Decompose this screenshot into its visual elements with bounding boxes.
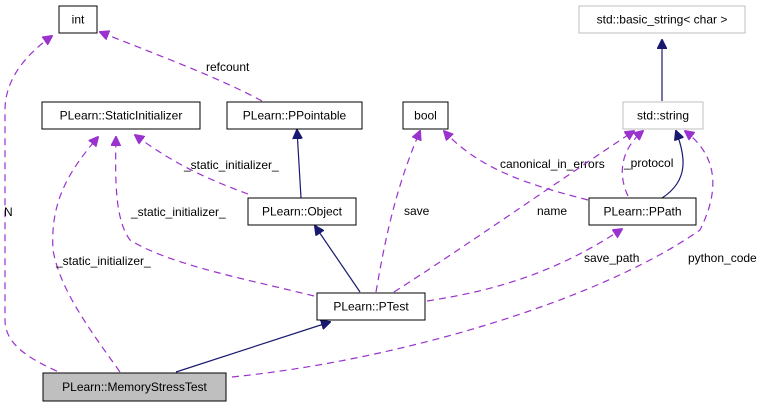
edge-save-path: save_path bbox=[426, 229, 639, 302]
edge-ptest-inherits-object bbox=[315, 226, 361, 293]
edge-label-protocol: _protocol bbox=[623, 156, 673, 170]
node-label-basic-string: std::basic_string< char > bbox=[597, 13, 728, 27]
node-bool[interactable]: bool bbox=[402, 101, 449, 130]
edge-label-python-code: python_code bbox=[688, 251, 757, 265]
edge-label-n: N bbox=[4, 205, 13, 219]
node-label-memory-stress-test: PLearn::MemoryStressTest bbox=[62, 380, 207, 394]
edge-object-inherits-ppointable bbox=[297, 130, 301, 199]
edge-n: N bbox=[4, 36, 69, 377]
edge-label-ptest-static-initializer: _static_initializer_ bbox=[130, 205, 226, 219]
node-label-int: int bbox=[72, 13, 85, 27]
node-label-std-string: std::string bbox=[637, 109, 689, 123]
node-ppath[interactable]: PLearn::PPath bbox=[588, 197, 697, 226]
edge-mst-static-initializer: _static_initializer_ bbox=[52, 137, 151, 373]
edge-refcount: refcount bbox=[100, 32, 263, 102]
node-object[interactable]: PLearn::Object bbox=[247, 197, 357, 226]
node-static-initializer[interactable]: PLearn::StaticInitializer bbox=[41, 101, 201, 130]
edge-name: name bbox=[393, 131, 634, 293]
edge-save: save bbox=[375, 131, 430, 293]
node-label-bool: bool bbox=[414, 109, 437, 123]
node-label-object: PLearn::Object bbox=[262, 205, 343, 219]
edge-label-canonical-in-errors: canonical_in_errors bbox=[500, 157, 605, 171]
node-label-ptest: PLearn::PTest bbox=[333, 300, 409, 314]
node-label-ppointable: PLearn::PPointable bbox=[243, 109, 347, 123]
edge-label-object-static-initializer: _static_initializer_ bbox=[183, 158, 279, 172]
edge-protocol: _protocol bbox=[621, 131, 673, 197]
node-memory-stress-test[interactable]: PLearn::MemoryStressTest bbox=[42, 372, 227, 402]
edge-ptest-static-initializer: _static_initializer_ bbox=[116, 137, 315, 297]
node-label-static-initializer: PLearn::StaticInitializer bbox=[60, 109, 183, 123]
edge-label-save-path: save_path bbox=[584, 251, 639, 265]
node-ppointable[interactable]: PLearn::PPointable bbox=[226, 101, 363, 130]
node-basic-string[interactable]: std::basic_string< char > bbox=[578, 5, 746, 34]
edge-label-save: save bbox=[404, 204, 430, 218]
edge-object-static-initializer: _static_initializer_ bbox=[135, 135, 279, 195]
edge-label-name: name bbox=[537, 204, 567, 218]
node-std-string[interactable]: std::string bbox=[622, 101, 704, 130]
edge-python-code: python_code bbox=[231, 131, 757, 378]
edge-canonical-in-errors: canonical_in_errors bbox=[444, 131, 605, 201]
edge-ppath-inherits-string bbox=[661, 131, 683, 199]
node-label-ppath: PLearn::PPath bbox=[603, 205, 681, 219]
edge-label-refcount: refcount bbox=[206, 60, 250, 74]
edge-label-mst-static-initializer: _static_initializer_ bbox=[55, 254, 151, 268]
edge-mst-inherits-ptest bbox=[175, 322, 330, 373]
node-ptest[interactable]: PLearn::PTest bbox=[316, 292, 426, 321]
node-int[interactable]: int bbox=[58, 5, 98, 34]
